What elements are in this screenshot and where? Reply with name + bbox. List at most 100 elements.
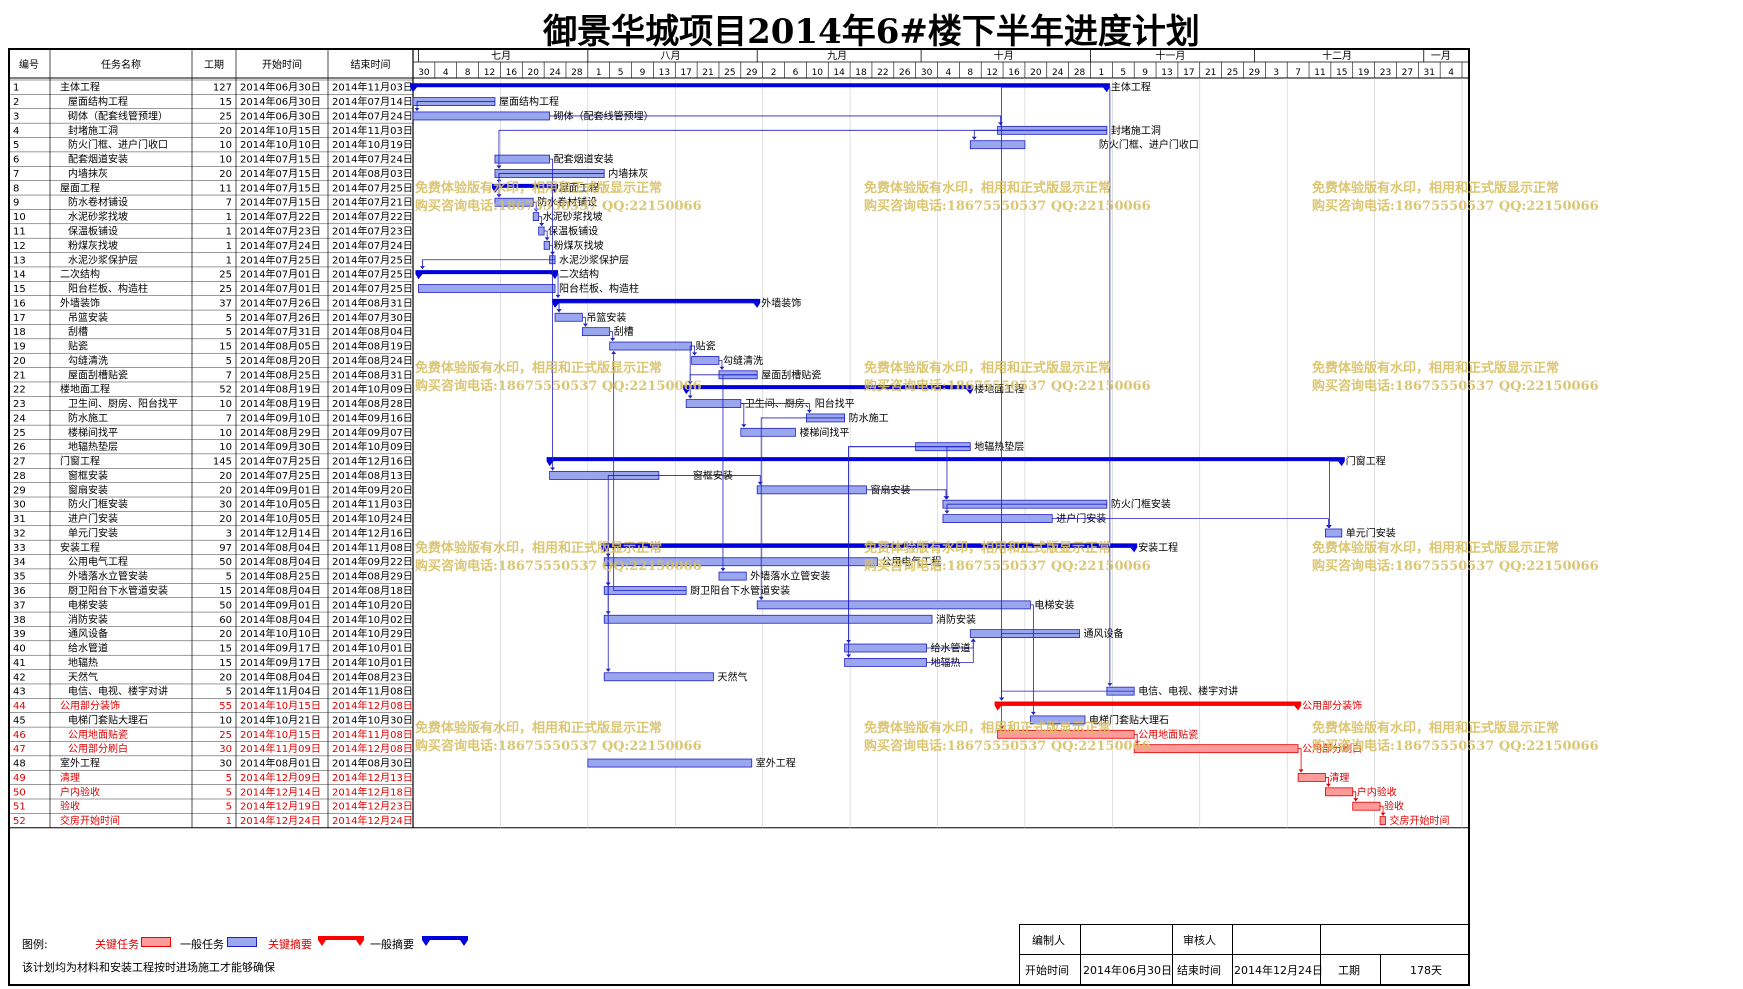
task-start: 2014年10月05日	[240, 512, 321, 525]
task-duration: 5	[226, 687, 232, 698]
task-duration: 20	[219, 471, 232, 482]
summary-bar	[552, 298, 761, 308]
task-end: 2014年12月16日	[332, 526, 413, 539]
day-tick-label: 13	[1161, 68, 1172, 78]
row-id: 36	[13, 586, 26, 597]
task-end: 2014年09月16日	[332, 411, 413, 424]
task-name: 地辐热垫层	[68, 440, 118, 453]
task-bar-label: 公用部分装饰	[1302, 699, 1362, 712]
task-bar-label: 地辐热垫层	[974, 440, 1024, 453]
row-id: 6	[13, 155, 19, 166]
row-id: 7	[13, 169, 19, 180]
day-tick-label: 31	[1423, 68, 1434, 78]
legend-critical-summary-swatch	[318, 936, 364, 946]
dependency-link	[613, 351, 687, 591]
row-id: 5	[13, 140, 19, 151]
row-id: 32	[13, 528, 26, 539]
task-end: 2014年11月08日	[332, 685, 413, 698]
watermark-line2: 购买咨询电话:18675550537 QQ:22150066	[864, 739, 1151, 754]
task-duration: 20	[219, 514, 232, 525]
task-bar-label: 通风设备	[1084, 627, 1124, 640]
task-bar-label: 门窗工程	[1346, 455, 1386, 468]
task-bar	[494, 154, 550, 164]
task-start: 2014年07月15日	[240, 153, 321, 166]
task-end: 2014年11月03日	[332, 124, 413, 137]
task-start: 2014年10月05日	[240, 498, 321, 511]
end-value: 2014年12月24日	[1234, 964, 1323, 977]
task-end: 2014年10月30日	[332, 713, 413, 726]
task-duration: 25	[219, 284, 232, 295]
row-id: 10	[13, 212, 26, 223]
dependency-arrow	[1353, 798, 1359, 802]
day-tick-label: 28	[1074, 68, 1086, 78]
task-name: 保温板铺设	[68, 224, 118, 237]
dependency-link	[1134, 733, 1138, 744]
task-end: 2014年12月16日	[332, 455, 413, 468]
task-name: 屋面刮槽贴瓷	[68, 368, 128, 381]
task-name: 电信、电视、楼宇对讲	[68, 685, 168, 698]
day-tick-label: 15	[1336, 68, 1347, 78]
row-id: 30	[13, 500, 26, 511]
day-tick-label: 30	[921, 68, 933, 78]
dependency-arrow	[971, 136, 977, 140]
task-bar	[942, 514, 1053, 523]
task-start: 2014年08月04日	[240, 555, 321, 568]
day-tick-label: 7	[1295, 68, 1301, 78]
row-id: 1	[13, 83, 19, 94]
task-name: 窗扇安装	[68, 483, 108, 496]
day-tick-label: 17	[1183, 68, 1194, 78]
legend-normal-task-swatch	[227, 937, 257, 947]
legend-normal-summary-swatch	[422, 936, 468, 946]
task-end: 2014年12月08日	[332, 742, 413, 755]
task-bar	[1029, 715, 1086, 725]
dependency-link	[416, 101, 495, 111]
dependency-arrow	[970, 638, 976, 642]
day-tick-label: 21	[1205, 68, 1216, 78]
task-duration: 20	[219, 672, 232, 683]
watermark-text: 免费体验版有水印，相用和正式版显示正常购买咨询电话:18675550537 QQ…	[864, 180, 1151, 216]
task-bar-label: 清理	[1329, 771, 1349, 784]
day-tick-label: 2	[771, 68, 777, 78]
task-bar-label: 内墙抹灰	[608, 167, 648, 180]
chart-frame	[8, 48, 1470, 986]
column-header-duration: 工期	[204, 59, 224, 71]
task-start: 2014年09月17日	[240, 656, 321, 669]
task-name: 室外工程	[60, 757, 100, 770]
task-name: 厨卫阳台下水管道安装	[68, 584, 168, 597]
task-end: 2014年08月31日	[332, 368, 413, 381]
task-duration: 37	[219, 298, 232, 309]
day-tick-label: 5	[1120, 68, 1126, 78]
task-bar-label: 外墙装饰	[761, 296, 801, 309]
task-bar-label: 屋面刮槽贴瓷	[761, 368, 821, 381]
dependency-arrow	[1326, 524, 1332, 528]
task-end: 2014年08月29日	[332, 570, 413, 583]
task-bar	[969, 140, 1026, 150]
dependency-link	[1106, 86, 1111, 687]
task-name: 户内验收	[60, 785, 100, 798]
task-bar-label: 外墙落水立管安装	[750, 570, 830, 583]
task-end: 2014年07月25日	[332, 181, 413, 194]
dependency-arrow	[496, 194, 502, 198]
legend-title: 图例:	[22, 938, 48, 951]
dependency-link	[722, 374, 758, 572]
task-bar-label: 楼梯间找平	[799, 426, 849, 439]
month-label: 十月	[994, 49, 1014, 62]
row-id: 27	[13, 457, 26, 468]
watermark-text: 免费体验版有水印，相用和正式版显示正常购买咨询电话:18675550537 QQ…	[1312, 360, 1599, 396]
row-id: 25	[13, 428, 26, 439]
task-bar-label: 水泥砂浆找坡	[543, 210, 603, 223]
dependency-arrow	[687, 395, 693, 399]
day-tick-label: 12	[484, 68, 495, 78]
dependency-arrow	[419, 266, 425, 270]
task-end: 2014年12月08日	[332, 699, 413, 712]
row-id: 9	[13, 198, 19, 209]
month-label: 九月	[827, 50, 847, 62]
dependency-link	[538, 216, 543, 226]
task-name: 吊篮安装	[68, 311, 108, 324]
task-bar-label: 电梯门套贴大理石	[1089, 713, 1169, 726]
task-name: 主体工程	[60, 82, 100, 94]
row-id: 14	[13, 270, 26, 281]
dependency-link	[691, 345, 696, 356]
dependency-arrow	[1134, 740, 1140, 744]
task-bar-label: 保温板铺设	[548, 224, 598, 237]
